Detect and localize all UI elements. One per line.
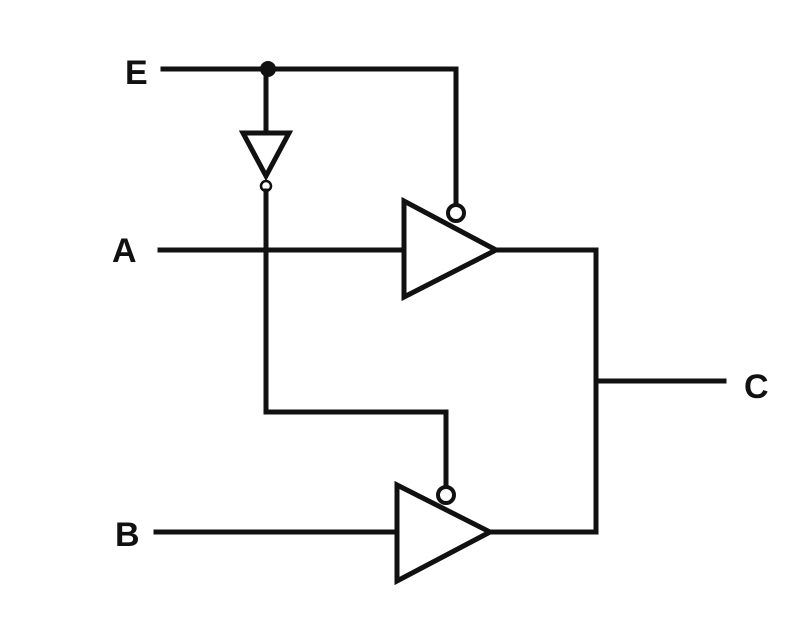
enable-wire xyxy=(160,66,459,209)
output-label-c: C xyxy=(744,368,769,406)
tristate-buffer-b xyxy=(394,480,496,586)
buffer-a-enable-bubble xyxy=(446,203,466,223)
tristate-buffer-a xyxy=(401,196,502,302)
enable-junction-dot xyxy=(260,61,276,77)
input-label-b: B xyxy=(115,516,140,554)
input-label-e: E xyxy=(125,54,148,92)
inverter-triangle xyxy=(238,130,294,182)
buffer-b-triangle xyxy=(394,480,496,586)
buffer-a-triangle xyxy=(401,196,502,302)
buffer-b-enable-bubble xyxy=(436,485,456,505)
enable-inverter xyxy=(238,130,294,193)
output-wire xyxy=(487,247,727,535)
inverted-enable-wire xyxy=(263,188,449,491)
input-label-a: A xyxy=(112,232,137,270)
